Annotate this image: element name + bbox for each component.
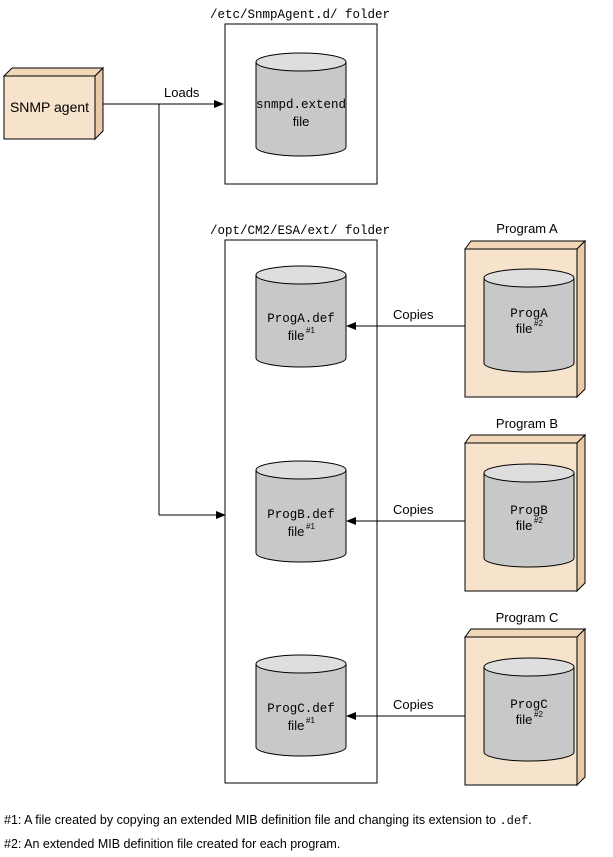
progb-sup: #2 [534,516,543,525]
progc-def-sup: #1 [306,716,315,725]
progb-cylinder: ProgB file #2 [483,463,575,568]
footnote-1: #1: A file created by copying an extende… [4,813,532,828]
proga-sup: #2 [534,319,543,328]
progc-def-file-word: file [288,718,305,733]
snmp-agent-box: SNMP agent [2,66,105,141]
progc-sup: #2 [534,710,543,719]
footnote-2: #2: An extended MIB definition file crea… [4,837,341,851]
program-b-title: Program B [496,416,558,431]
program-b-box: Program B ProgB file #2 [464,416,587,593]
proga-name: ProgA [510,307,548,321]
progb-def-cylinder: ProgB.def file #1 [255,460,347,563]
copies-c-label: Copies [393,697,434,712]
proga-cylinder: ProgA file #2 [483,268,575,373]
program-c-box: Program C ProgC file #2 [464,610,587,787]
progc-def-name: ProgC.def [267,702,335,716]
snmpd-extend-name: snmpd.extend [256,98,346,112]
progc-name: ProgC [510,698,548,712]
progc-def-cylinder: ProgC.def file #1 [255,654,347,757]
progb-def-file-word: file [288,524,305,539]
copies-a-label: Copies [393,307,434,322]
copies-c: Copies [346,697,465,720]
loads-connector: Loads [103,85,226,519]
opt-folder: /opt/CM2/ESA/ext/ folder ProgA.def file … [210,224,390,784]
program-a-box: Program A ProgA file #2 [464,221,587,399]
copies-b-label: Copies [393,502,434,517]
copies-b: Copies [346,502,465,525]
snmpd-extend-cylinder: snmpd.extend file [255,52,347,157]
proga-def-cylinder: ProgA.def file #1 [255,265,347,368]
progc-cylinder: ProgC file #2 [483,657,575,762]
program-a-title: Program A [496,221,558,236]
loads-label: Loads [164,85,200,100]
etc-folder-label: /etc/SnmpAgent.d/ folder [210,8,390,22]
proga-def-file-word: file [288,328,305,343]
footnote-1-suffix: . [528,813,532,827]
progc-file-word: file [516,712,533,727]
progb-def-sup: #1 [306,522,315,531]
snmpd-extend-file-word: file [293,114,310,129]
progb-def-name: ProgB.def [267,508,335,522]
progb-name: ProgB [510,504,548,518]
proga-def-name: ProgA.def [267,312,335,326]
footnote-1-prefix: #1: A file created by copying an extende… [4,813,500,827]
proga-def-sup: #1 [306,326,315,335]
program-c-title: Program C [496,610,559,625]
copies-a: Copies [346,307,465,330]
proga-file-word: file [516,321,533,336]
etc-folder: /etc/SnmpAgent.d/ folder snmpd.extend fi… [210,8,390,185]
progb-file-word: file [516,518,533,533]
snmp-agent-label: SNMP agent [10,99,89,115]
opt-folder-label: /opt/CM2/ESA/ext/ folder [210,224,390,238]
footnote-1-code: .def [499,814,529,828]
